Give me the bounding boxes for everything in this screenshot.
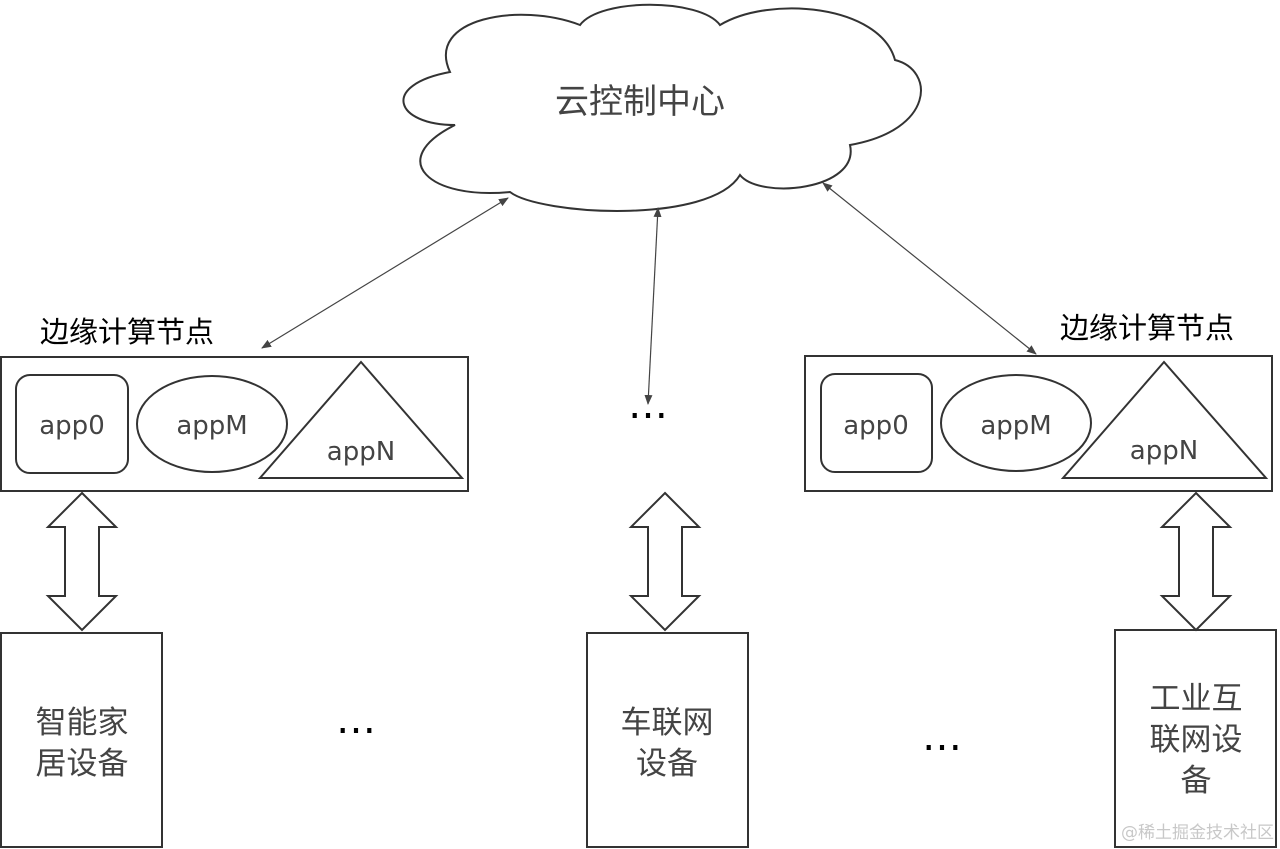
appM-ellipse <box>940 374 1092 472</box>
device-industrial-iot: 工业互 联网设 备 <box>1114 629 1277 848</box>
cloud-label: 云控制中心 <box>555 82 725 122</box>
edge-node-left: 边缘计算节点 app0 appM appN <box>0 315 469 492</box>
appM-label: appM <box>980 411 1051 441</box>
connector-right <box>822 182 1037 355</box>
device-label-line: 设备 <box>636 746 698 782</box>
edge-node-box <box>0 356 469 492</box>
double-arrow-middle <box>628 491 702 632</box>
device-label-line: 智能家 <box>36 705 129 741</box>
double-arrow-right <box>1159 491 1233 632</box>
edge-node-title: 边缘计算节点 <box>1060 311 1234 345</box>
device-connected-vehicle: 车联网 设备 <box>586 632 749 848</box>
app0-rounded-rect <box>15 374 129 474</box>
connector-middle <box>644 207 662 405</box>
edge-node-title: 边缘计算节点 <box>40 315 214 349</box>
appN-label: appN <box>1130 436 1198 466</box>
device-label-line: 联网设 <box>1150 722 1243 758</box>
edge-node-box <box>804 355 1273 492</box>
cloud-control-center: 云控制中心 <box>402 3 922 212</box>
edge-ellipsis: … <box>628 382 668 428</box>
connector-left <box>261 197 509 349</box>
device-ellipsis-right: … <box>922 714 962 760</box>
device-label-line: 居设备 <box>36 746 129 782</box>
app0-label: app0 <box>843 411 908 441</box>
device-ellipsis-left: … <box>336 697 376 743</box>
app0-label: app0 <box>39 411 104 441</box>
watermark: @稀土掘金技术社区 <box>1121 823 1274 843</box>
device-label-line: 车联网 <box>621 705 714 741</box>
appN-label: appN <box>327 437 395 467</box>
appN-triangle <box>1060 360 1269 479</box>
device-smart-home: 智能家 居设备 <box>0 632 163 848</box>
edge-node-right: 边缘计算节点 app0 appM appN <box>804 311 1273 492</box>
device-label-line: 工业互 <box>1150 681 1243 717</box>
appM-label: appM <box>176 411 247 441</box>
appN-triangle <box>257 360 465 479</box>
app0-rounded-rect <box>820 373 933 473</box>
device-label-line: 备 <box>1181 763 1212 799</box>
double-arrow-left <box>45 491 119 632</box>
appM-ellipse <box>136 375 288 473</box>
